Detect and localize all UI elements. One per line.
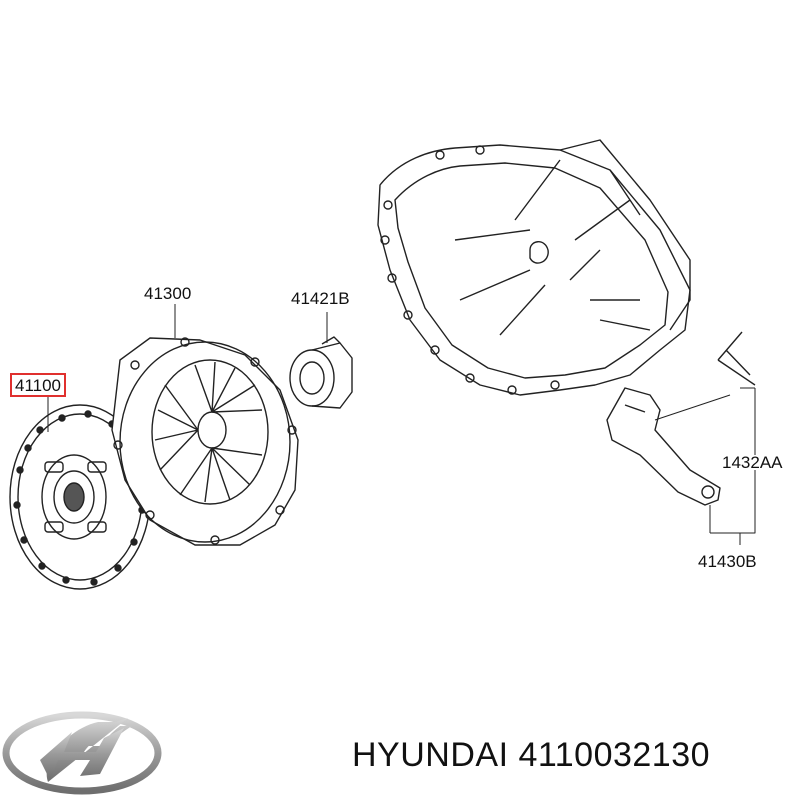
callout-41300: 41300: [144, 284, 192, 303]
callout-1432aa: 1432AA: [722, 453, 783, 472]
part-number-caption: HYUNDAI 4110032130: [352, 736, 711, 774]
hyundai-logo-icon: [2, 711, 162, 795]
callout-41100: 41100: [10, 373, 67, 397]
release-fork-drawing: [606, 331, 756, 506]
transmission-housing-drawing: [377, 139, 691, 396]
leader-lines: [47, 304, 756, 545]
callout-41421b: 41421B: [291, 289, 350, 308]
callout-41430b: 41430B: [698, 552, 757, 571]
clutch-cover-drawing: [111, 337, 299, 546]
release-bearing-drawing: [289, 336, 353, 409]
